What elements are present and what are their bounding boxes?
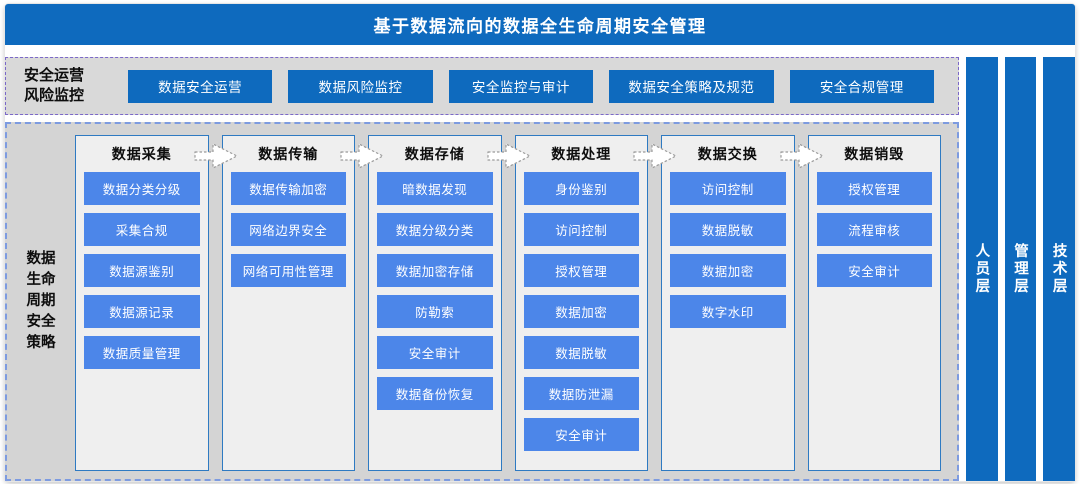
lifecycle-item[interactable]: 安全审计 [377, 336, 493, 369]
flow-arrow-icon [779, 143, 824, 169]
lifecycle-item[interactable]: 授权管理 [816, 172, 932, 205]
column-header: 数据传输 [258, 146, 319, 162]
lifecycle-item[interactable]: 授权管理 [523, 254, 639, 287]
lifecycle-column-2: 数据传输数据传输加密网络边界安全网络可用性管理 [221, 135, 384, 471]
lifecycle-item[interactable]: 数据加密存储 [377, 254, 493, 287]
column-header: 数据交换 [697, 146, 758, 162]
lifecycle-item[interactable]: 数据加密 [670, 254, 786, 287]
column-header: 数据采集 [111, 146, 172, 162]
security-ops-panel: 安全运营 风险监控 数据安全运营数据风险监控安全监控与审计数据安全策略及规范安全… [5, 57, 959, 115]
lifecycle-item[interactable]: 数据源鉴别 [84, 254, 200, 287]
ops-button[interactable]: 数据安全运营 [128, 69, 273, 103]
lifecycle-item[interactable]: 流程审核 [816, 213, 932, 246]
column-items: 身份鉴别访问控制授权管理数据加密数据脱敏数据防泄漏安全审计 [523, 172, 639, 451]
lifecycle-item[interactable]: 数据分类分级 [84, 172, 200, 205]
flow-arrow-icon [633, 143, 677, 169]
column-header: 数据存储 [404, 146, 465, 162]
ops-button[interactable]: 数据安全策略及规范 [609, 69, 774, 103]
column-header: 数据处理 [551, 146, 612, 162]
lifecycle-item[interactable]: 访问控制 [670, 172, 786, 205]
ops-button[interactable]: 安全监控与审计 [448, 69, 594, 103]
ops-button[interactable]: 安全合规管理 [789, 69, 934, 103]
flow-arrow-icon [340, 143, 384, 169]
content-row: 安全运营 风险监控 数据安全运营数据风险监控安全监控与审计数据安全策略及规范安全… [5, 57, 1076, 481]
column-items: 授权管理流程审核安全审计 [816, 172, 932, 287]
column-items: 数据分类分级采集合规数据源鉴别数据源记录数据质量管理 [84, 172, 200, 369]
lifecycle-column-4: 数据处理身份鉴别访问控制授权管理数据加密数据脱敏数据防泄漏安全审计 [514, 135, 677, 471]
ops-button[interactable]: 数据风险监控 [288, 69, 433, 103]
lifecycle-item[interactable]: 采集合规 [84, 213, 200, 246]
lifecycle-item[interactable]: 数据加密 [523, 295, 639, 328]
ops-button-group: 数据安全运营数据风险监控安全监控与审计数据安全策略及规范安全合规管理 [128, 69, 934, 103]
lifecycle-item[interactable]: 安全审计 [523, 418, 639, 451]
lifecycle-item[interactable]: 访问控制 [523, 213, 639, 246]
lifecycle-item[interactable]: 数据源记录 [84, 295, 200, 328]
layer-bar-3: 技术层 [1043, 57, 1076, 481]
layer-label: 管理层 [1012, 242, 1028, 296]
layer-bars: 人员层 管理层 技术层 [966, 57, 1076, 481]
lifecycle-item[interactable]: 数据分级分类 [377, 213, 493, 246]
column-items: 数据传输加密网络边界安全网络可用性管理 [230, 172, 346, 287]
lifecycle-column-6: 数据销毁授权管理流程审核安全审计 [807, 135, 941, 471]
flow-arrow-icon [193, 143, 238, 169]
lifecycle-panel: 数据 生命 周期 安全 策略 数据采集数据分类分级采集合规数据源鉴别数据源记录数… [5, 122, 959, 481]
lifecycle-column-3: 数据存储暗数据发现数据分级分类数据加密存储防勒索安全审计数据备份恢复 [368, 135, 531, 471]
lifecycle-item[interactable]: 暗数据发现 [377, 172, 493, 205]
column-items: 访问控制数据脱敏数据加密数字水印 [670, 172, 786, 328]
column-header: 数据销毁 [844, 146, 905, 162]
layer-label: 技术层 [1050, 242, 1067, 296]
column-items: 暗数据发现数据分级分类数据加密存储防勒索安全审计数据备份恢复 [377, 172, 493, 410]
flow-arrow-icon [486, 143, 531, 169]
lifecycle-panel-label: 数据 生命 周期 安全 策略 [26, 251, 56, 351]
lifecycle-item[interactable]: 数据备份恢复 [377, 377, 493, 410]
lifecycle-item[interactable]: 数据脱敏 [523, 336, 639, 369]
page-title: 基于数据流向的数据全生命周期安全管理 [5, 4, 1075, 45]
lifecycle-item[interactable]: 安全审计 [816, 254, 932, 287]
layer-bar-2: 管理层 [1004, 57, 1037, 481]
lifecycle-item[interactable]: 身份鉴别 [523, 172, 639, 205]
lifecycle-item[interactable]: 网络边界安全 [230, 213, 346, 246]
lifecycle-item[interactable]: 数据防泄漏 [523, 377, 639, 410]
lifecycle-column-5: 数据交换访问控制数据脱敏数据加密数字水印 [661, 135, 824, 471]
lifecycle-columns: 数据采集数据分类分级采集合规数据源鉴别数据源记录数据质量管理数据传输数据传输加密… [75, 124, 957, 479]
lifecycle-item[interactable]: 数据传输加密 [230, 172, 346, 205]
lifecycle-item[interactable]: 数据脱敏 [670, 213, 786, 246]
diagram-card: 基于数据流向的数据全生命周期安全管理 安全运营 风险监控 数据安全运营数据风险监… [5, 4, 1076, 481]
ops-panel-label: 安全运营 风险监控 [24, 66, 85, 104]
lifecycle-item[interactable]: 数据质量管理 [84, 336, 200, 369]
layer-bar-1: 人员层 [966, 57, 998, 481]
lifecycle-item[interactable]: 数字水印 [670, 295, 786, 328]
layer-label: 人员层 [973, 242, 990, 296]
left-stack: 安全运营 风险监控 数据安全运营数据风险监控安全监控与审计数据安全策略及规范安全… [5, 57, 959, 481]
lifecycle-column-1: 数据采集数据分类分级采集合规数据源鉴别数据源记录数据质量管理 [75, 135, 238, 471]
lifecycle-item[interactable]: 防勒索 [377, 295, 493, 328]
lifecycle-item[interactable]: 网络可用性管理 [230, 254, 346, 287]
